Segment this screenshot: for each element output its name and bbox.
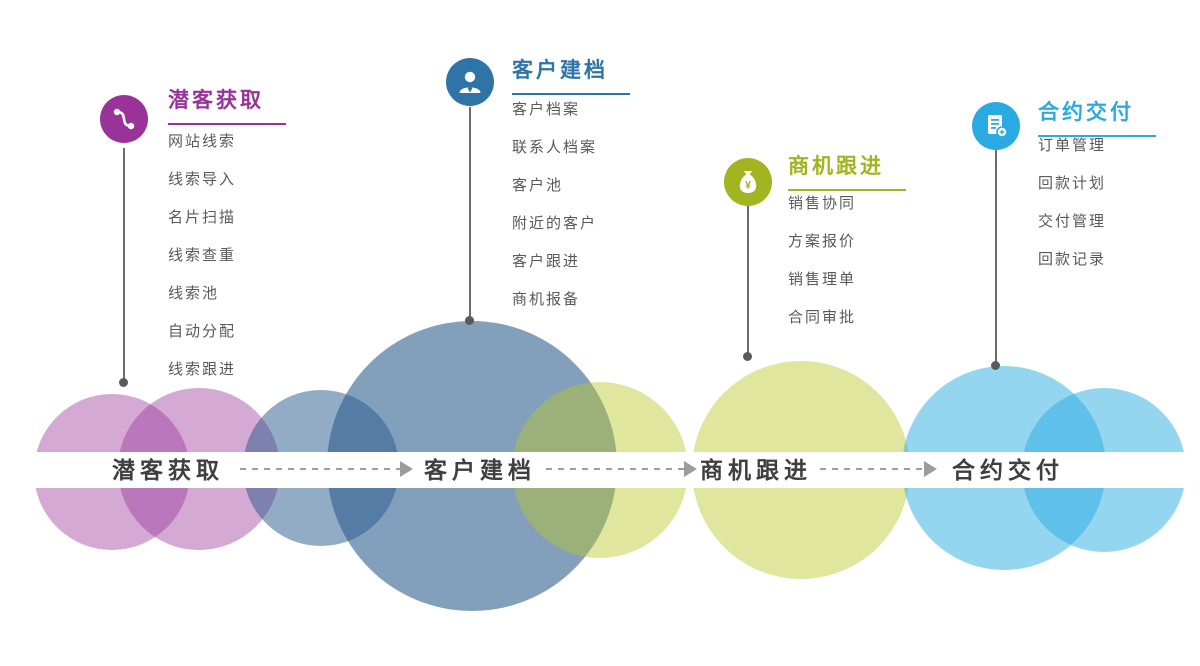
list-item: 线索导入 — [168, 171, 237, 188]
connector-line-stage4 — [995, 150, 997, 366]
list-item: 线索池 — [168, 285, 220, 302]
list-item: 合同审批 — [788, 309, 857, 326]
connector-line-stage3 — [747, 205, 749, 357]
list-item: 线索查重 — [168, 247, 237, 264]
flow-dashed-line-1 — [240, 468, 400, 470]
connector-line-stage1 — [123, 148, 125, 384]
lead-path-icon — [100, 95, 148, 143]
list-item: 回款计划 — [1038, 175, 1107, 192]
stage-item-list-customer: 客户档案 联系人档案 客户池 附近的客户 客户跟进 商机报备 — [512, 102, 597, 330]
list-item: 客户池 — [512, 177, 564, 194]
list-item: 自动分配 — [168, 323, 237, 340]
list-item: 销售理单 — [788, 271, 857, 288]
yen-symbol: ¥ — [745, 180, 752, 192]
stage-title-contract: 合约交付 — [1038, 96, 1156, 137]
list-item: 订单管理 — [1038, 137, 1107, 154]
money-bag-icon: ¥ — [724, 158, 772, 206]
stage-item-list-contract: 订单管理 回款计划 交付管理 回款记录 — [1038, 138, 1106, 290]
arrow-right-icon — [684, 461, 697, 477]
flow-band: 潜客获取 客户建档 商机跟进 合约交付 — [0, 452, 1200, 488]
list-item: 客户档案 — [512, 101, 581, 118]
list-item: 回款记录 — [1038, 251, 1107, 268]
list-item: 线索跟进 — [168, 361, 237, 378]
list-item: 客户跟进 — [512, 253, 581, 270]
list-item: 商机报备 — [512, 291, 581, 308]
flow-step-lead: 潜客获取 — [112, 457, 224, 483]
flow-dashed-line-2 — [546, 468, 684, 470]
connector-line-stage2 — [469, 107, 471, 320]
list-item: 网站线索 — [168, 133, 237, 150]
flow-dashed-line-3 — [820, 468, 924, 470]
arrow-right-icon — [924, 461, 937, 477]
list-item: 附近的客户 — [512, 215, 598, 232]
list-item: 方案报价 — [788, 233, 857, 250]
stage-item-list-opportunity: 销售协同 方案报价 销售理单 合同审批 — [788, 196, 856, 348]
person-icon — [446, 58, 494, 106]
connector-dot-stage4 — [991, 361, 1000, 370]
flow-step-opportunity: 商机跟进 — [700, 457, 812, 483]
list-item: 名片扫描 — [168, 209, 237, 226]
flow-step-contract: 合约交付 — [952, 457, 1064, 483]
document-badge-icon — [972, 102, 1020, 150]
list-item: 联系人档案 — [512, 139, 598, 156]
list-item: 交付管理 — [1038, 213, 1107, 230]
flow-step-customer: 客户建档 — [424, 457, 536, 483]
list-item: 销售协同 — [788, 195, 857, 212]
connector-dot-stage3 — [743, 352, 752, 361]
stage-item-list-lead: 网站线索 线索导入 名片扫描 线索查重 线索池 自动分配 线索跟进 — [168, 134, 236, 400]
stage-title-opportunity: 商机跟进 — [788, 150, 906, 191]
connector-dot-stage1 — [119, 378, 128, 387]
arrow-right-icon — [400, 461, 413, 477]
stage-title-lead: 潜客获取 — [168, 84, 286, 125]
stage-title-customer: 客户建档 — [512, 54, 630, 95]
connector-dot-stage2 — [465, 316, 474, 325]
